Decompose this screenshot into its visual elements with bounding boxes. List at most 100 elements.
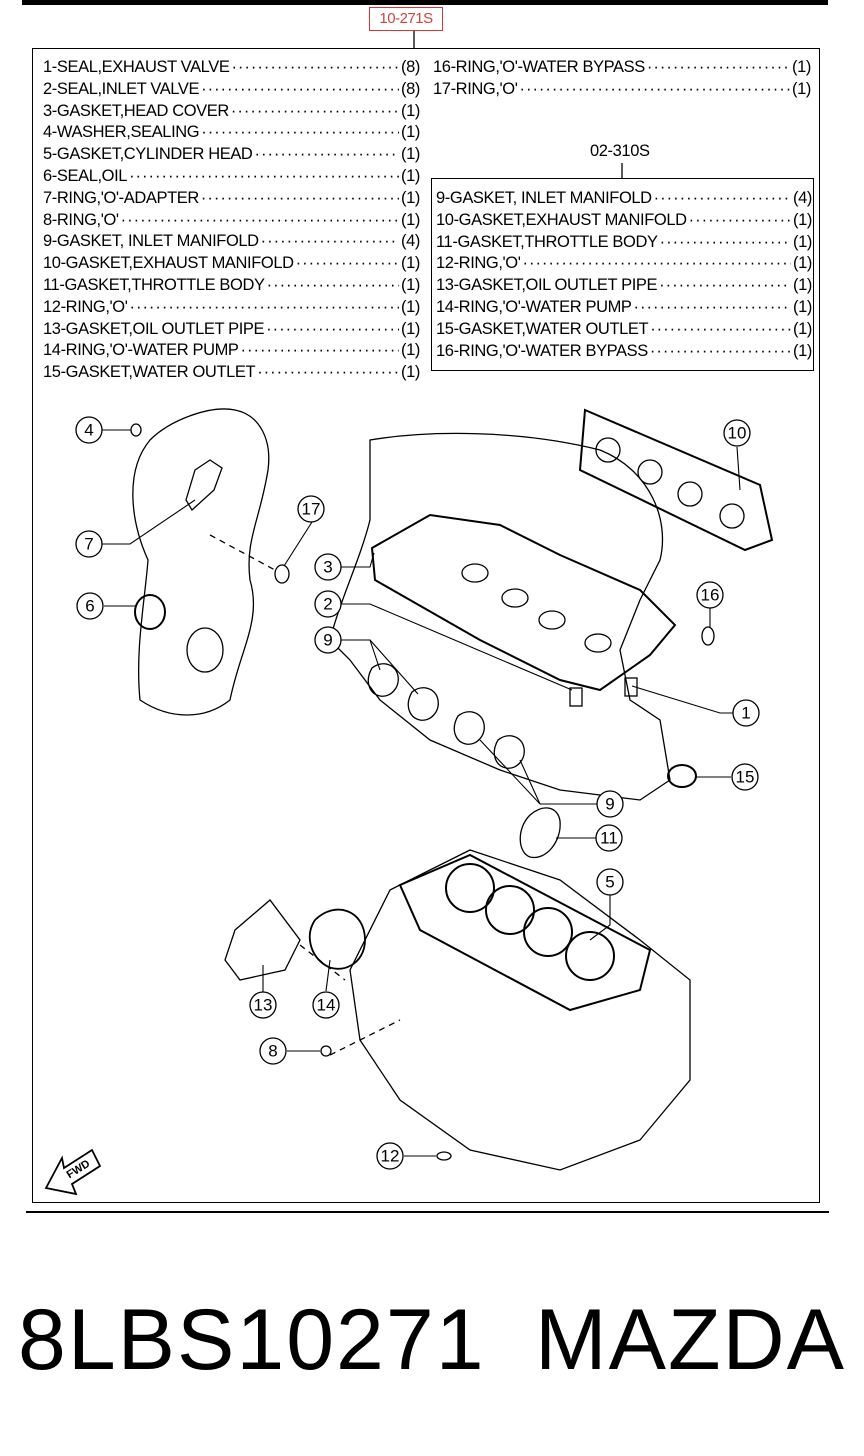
footer-caption: 8LBS10271 MAZDA xyxy=(18,1290,848,1390)
parts-list-row: 12-RING,'O' (1) xyxy=(43,297,420,319)
part-label: 10-GASKET,EXHAUST MANIFOLD xyxy=(43,253,294,275)
callout-8: 8 xyxy=(268,1042,277,1061)
part-name: RING,'O'-WATER BYPASS xyxy=(458,341,649,360)
brand-name: MAZDA xyxy=(535,1292,846,1388)
parts-list-row: 10-GASKET,EXHAUST MANIFOLD(1) xyxy=(436,210,812,232)
water-pump-o-ring xyxy=(308,908,366,970)
cylinder-bore xyxy=(485,885,535,935)
parts-list-row: 1-SEAL,EXHAUST VALVE(8) xyxy=(43,57,420,79)
callout-15: 15 xyxy=(736,768,755,787)
part-name: GASKET,THROTTLE BODY xyxy=(457,232,658,251)
bottom-rule xyxy=(26,1211,829,1213)
part-label: 4-WASHER,SEALING xyxy=(43,122,200,144)
part-separator: - xyxy=(51,232,58,251)
part-quantity: (1) xyxy=(401,188,420,207)
part-quantity: (1) xyxy=(793,276,812,295)
callout-5: 5 xyxy=(605,873,614,892)
part-name: RING,'O'-WATER PUMP xyxy=(65,341,239,360)
part-number-label: 11 xyxy=(43,275,60,294)
parts-list-row: 2-SEAL,INLET VALVE(8) xyxy=(43,79,420,101)
part-label: 14-RING,'O'-WATER PUMP xyxy=(436,297,632,319)
callout-1: 1 xyxy=(741,704,750,723)
head-cover-plug-hole xyxy=(461,563,489,583)
sub-assembly-box xyxy=(431,178,814,371)
parts-list-row: 11-GASKET,THROTTLE BODY(1) xyxy=(436,232,812,254)
part-quantity: (1) xyxy=(401,297,420,316)
callout-9-upper: 9 xyxy=(323,631,332,650)
part-number-label: 14 xyxy=(436,297,454,316)
part-label: 9-GASKET, INLET MANIFOLD xyxy=(43,231,259,253)
callout-circles xyxy=(75,416,760,1170)
callout-6: 6 xyxy=(85,597,94,616)
part-separator: - xyxy=(60,319,67,338)
callout-numbers: 1 2 3 4 5 6 7 8 9 9 10 11 12 13 14 15 16… xyxy=(84,421,754,1166)
parts-list-right: 16-RING,'O'-WATER BYPASS (1)17-RING,'O' (1… xyxy=(433,57,811,101)
cylinder-head-gasket xyxy=(398,853,652,1012)
callout-14: 14 xyxy=(317,996,336,1015)
part-separator: - xyxy=(51,210,58,229)
part-name: GASKET,OIL OUTLET PIPE xyxy=(458,276,658,295)
parts-list-row: 15-GASKET,WATER OUTLET (1) xyxy=(436,319,812,341)
callout-11: 11 xyxy=(600,829,618,848)
parts-list-row: 12-RING,'O'(1) xyxy=(436,253,812,275)
sub-reference-code: 02-310S xyxy=(590,142,650,160)
callout-16: 16 xyxy=(701,586,720,605)
callout-2: 2 xyxy=(323,595,332,614)
part-quantity: (1) xyxy=(401,145,420,164)
part-quantity: (1) xyxy=(401,166,420,185)
part-name: RING,'O'-WATER PUMP xyxy=(458,297,632,316)
parts-list-row: 3-GASKET,HEAD COVER(1) xyxy=(43,101,420,123)
parts-list-row: 4-WASHER,SEALING(1) xyxy=(43,122,420,144)
fwd-arrow-icon: FWD xyxy=(44,1148,102,1196)
inlet-manifold-gasket xyxy=(493,735,525,769)
callout-leaders xyxy=(102,429,759,1157)
part-label: 12-RING,'O' xyxy=(436,253,521,275)
part-number-label: 16 xyxy=(433,58,451,76)
part-label: 14-RING,'O'-WATER PUMP xyxy=(43,340,239,362)
sealing-washer xyxy=(130,423,142,437)
exhaust-port xyxy=(595,437,621,463)
assembly-guide-lines xyxy=(209,534,401,1056)
part-quantity: (1) xyxy=(793,297,812,316)
part-name: SEAL,EXHAUST VALVE xyxy=(56,58,230,76)
part-label: 12-RING,'O' xyxy=(43,297,128,319)
parts-list-row: 14-RING,'O'-WATER PUMP (1) xyxy=(436,297,812,319)
parts-list-row: 9-GASKET, INLET MANIFOLD(4) xyxy=(436,188,812,210)
part-quantity: (1) xyxy=(792,58,811,76)
part-name: GASKET,HEAD COVER xyxy=(56,101,229,120)
part-quantity: (1) xyxy=(793,319,812,338)
part-name: GASKET, INLET MANIFOLD xyxy=(56,232,259,251)
part-name: RING,'O'-WATER BYPASS xyxy=(455,58,646,76)
exhaust-port xyxy=(637,459,663,485)
part-name: RING,'O' xyxy=(455,79,518,98)
part-number-label: 1 xyxy=(43,58,52,76)
part-name: GASKET,CYLINDER HEAD xyxy=(56,145,253,164)
part-label: 15-GASKET,WATER OUTLET xyxy=(436,319,649,341)
parts-list-row: 9-GASKET, INLET MANIFOLD(4) xyxy=(43,231,420,253)
part-label: 8-RING,'O' xyxy=(43,210,119,232)
parts-list-row: 16-RING,'O'-WATER BYPASS (1) xyxy=(433,57,811,79)
part-number-label: 13 xyxy=(43,319,61,338)
part-number-label: 2 xyxy=(43,79,52,98)
part-name: SEAL,OIL xyxy=(56,166,128,185)
part-separator: - xyxy=(60,297,67,316)
part-label: 17-RING,'O' xyxy=(433,79,518,101)
part-label: 11-GASKET,THROTTLE BODY xyxy=(43,275,265,297)
part-name: RING,'O' xyxy=(458,254,521,273)
parts-list-row: 10-GASKET,EXHAUST MANIFOLD(1) xyxy=(43,253,420,275)
part-label: 10-GASKET,EXHAUST MANIFOLD xyxy=(436,210,687,232)
part-separator: - xyxy=(51,123,58,142)
part-label: 16-RING,'O'-WATER BYPASS xyxy=(436,341,648,363)
o-ring-8 xyxy=(320,1045,332,1057)
part-separator: - xyxy=(450,58,457,76)
part-number-label: 13 xyxy=(436,276,454,295)
reference-code-box[interactable]: 10-271S xyxy=(369,7,443,31)
top-rule xyxy=(22,0,828,5)
part-label: 16-RING,'O'-WATER BYPASS xyxy=(433,57,645,79)
parts-list-row: 5-GASKET,CYLINDER HEAD (1) xyxy=(43,144,420,166)
part-label: 5-GASKET,CYLINDER HEAD xyxy=(43,144,253,166)
part-quantity: (1) xyxy=(401,275,420,294)
inlet-manifold-gasket xyxy=(367,663,399,697)
head-cover-plug-hole xyxy=(584,633,612,653)
cylinder-bore xyxy=(523,907,573,957)
